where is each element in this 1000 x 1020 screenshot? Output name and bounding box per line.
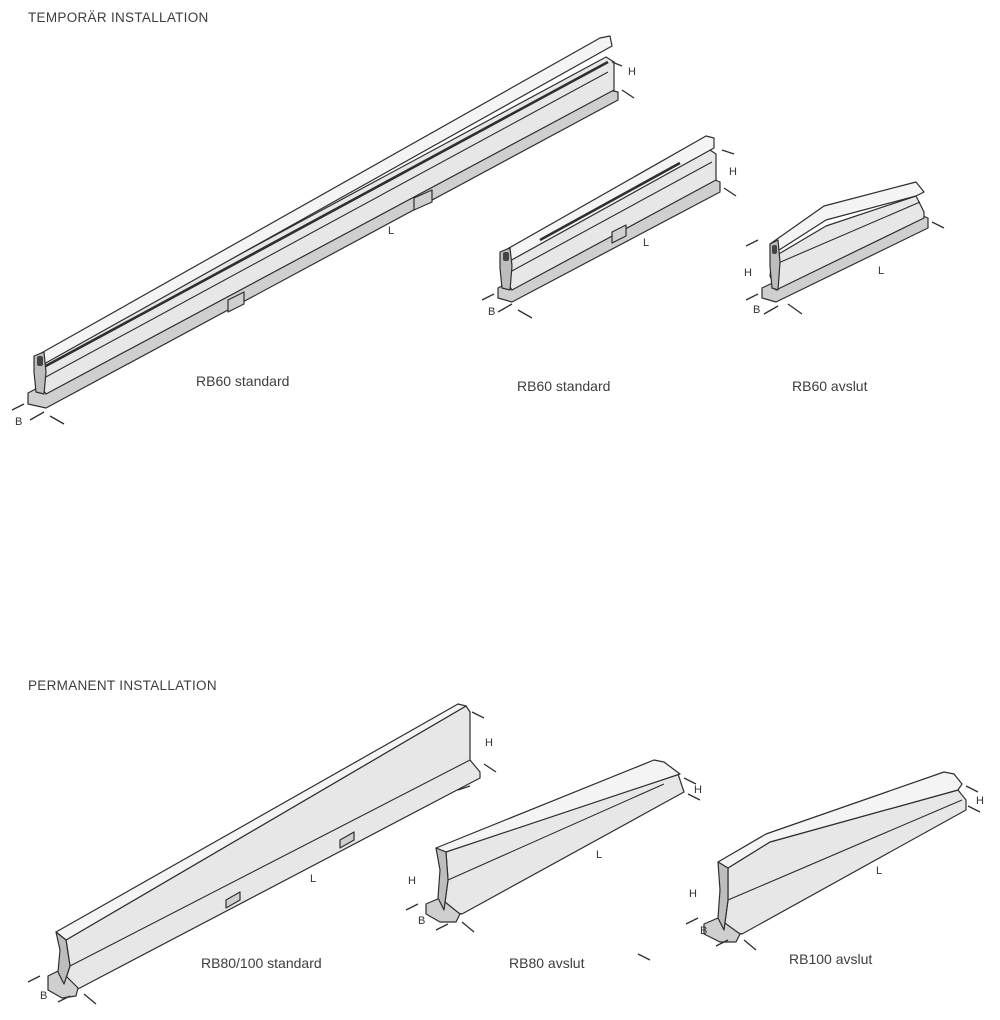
rb60-short-width-label: B [488,306,495,318]
rb60-long-length-label: L [388,225,394,237]
rb100-end-barrier [703,771,967,943]
rb60-end-height-label: H [744,267,752,279]
rb60-end-top [769,181,925,253]
rb60-short-length-label: L [643,237,649,249]
rb100-end-caption: RB100 avslut [789,951,872,967]
rb80-100-caption: RB80/100 standard [201,955,322,971]
rb80-end-height-label: H [694,784,702,796]
rb60-long-height-label: H [628,66,636,78]
rb60-short-side [503,149,717,291]
rb60-long-caption: RB60 standard [196,373,289,389]
rb80-end-height-label-left: H [408,875,416,887]
rb60-end-barrier [761,181,929,303]
rb60-long-width-label: B [15,416,22,428]
rb60-short-barrier [497,135,721,303]
rb80-end-end [435,847,449,911]
rb100-end-end [717,861,729,931]
rb60-short-height-label: H [729,166,737,178]
rb60-long-barrier [27,35,619,409]
section-title-permanent: PERMANENT INSTALLATION [28,678,217,693]
section-title-temporary: TEMPORÄR INSTALLATION [28,10,209,25]
rb60-short-caption: RB60 standard [517,378,610,394]
rb60-end-length-label: L [878,265,884,277]
rb60-end-caption: RB60 avslut [792,378,868,394]
rb80-100-end [55,931,71,985]
rb80-100-side [63,705,481,991]
rb80-100-width-label: B [40,990,47,1002]
rb100-end-height-label: H [976,795,984,807]
rb80-end-width-label: B [418,915,425,927]
rb80-100-barrier [47,703,481,999]
rb80-100-length-label: L [310,873,316,885]
rb80-end-length-label: L [596,849,602,861]
rb80-100-top [55,703,467,941]
rb100-end-height-label-left: H [689,888,697,900]
rb100-end-width-label: B [700,925,707,937]
rb100-end-length-label: L [876,865,882,877]
rb80-end-caption: RB80 avslut [509,955,585,971]
rb80-end-barrier [425,759,685,923]
rb80-100-height-label: H [485,737,493,749]
rb100-end-top [717,771,963,869]
rb60-end-width-label: B [753,304,760,316]
